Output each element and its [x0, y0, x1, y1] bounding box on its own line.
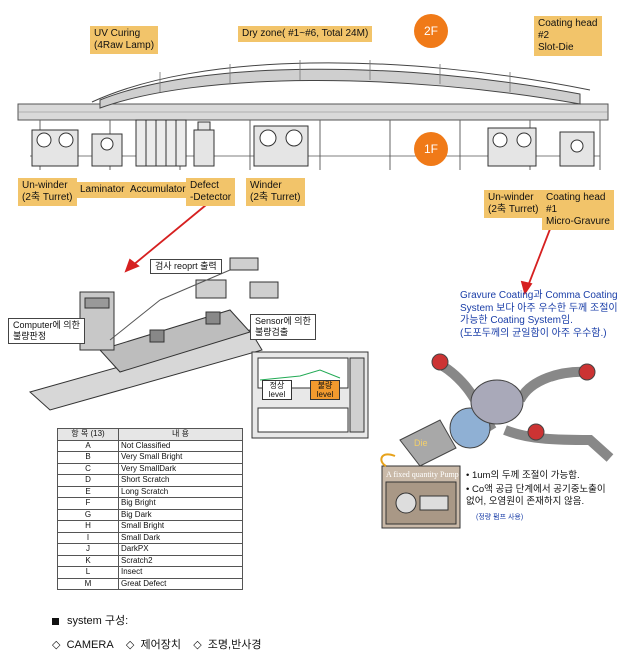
defect-code: G [57, 508, 119, 521]
computer-judgement-label: Computer에 의한 불량판정 [8, 318, 85, 344]
coating-head-2-label: Coating head #2 Slot-Die [534, 16, 602, 56]
defect-description: Insect [118, 566, 243, 579]
defect-code: J [57, 543, 119, 556]
oven-segments [159, 60, 511, 92]
system-heading-text: system 구성: [67, 615, 129, 627]
pump-note: (정량 펌프 사용) [476, 514, 524, 521]
defect-code: F [57, 497, 119, 510]
defect-detector-machine [193, 121, 215, 167]
accumulator-label: Accumulator [126, 182, 190, 198]
accumulator-machine [135, 119, 187, 167]
pump-label: A fixed quantity Pump [386, 470, 459, 479]
defect-code: D [57, 474, 119, 487]
defect-code: B [57, 451, 119, 464]
coating-bullet-2: • Co액 공급 단계에서 공기중노출이 없어, 오염원이 존재하지 않음. [466, 484, 606, 507]
defect-code: I [57, 531, 119, 544]
coating-bullet-1: • 1um의 두께 조절이 가능함. [466, 470, 580, 481]
defect-description: Small Dark [118, 531, 243, 544]
system-item-controller: 제어장치 [140, 639, 181, 651]
defect-code: K [57, 554, 119, 567]
defect-description: Scratch2 [118, 554, 243, 567]
unwinder-right-label: Un-winder (2축 Turret) [484, 190, 543, 218]
defect-code: M [57, 577, 119, 590]
table-header-item: 항 목 (13) [57, 428, 119, 441]
callout-arrows [124, 204, 553, 296]
defect-description: Big Bright [118, 497, 243, 510]
defect-code: H [57, 520, 119, 533]
laminator-machine [91, 133, 123, 167]
dry-zone-oven [99, 68, 581, 109]
unwinder-left-label: Un-winder (2축 Turret) [18, 178, 77, 206]
defect-detector-label: Defect -Detector [186, 178, 236, 206]
defect-description: Great Defect [118, 577, 243, 590]
defect-code: A [57, 439, 119, 452]
winder-label: Winder (2축 Turret) [246, 178, 305, 206]
system-item-camera: CAMERA [66, 639, 114, 651]
dry-zone-label: Dry zone( #1~#6, Total 24M) [238, 26, 373, 42]
sensor-detection-label: Sensor에 의한 불량검출 [250, 314, 316, 340]
uv-curing-label: UV Curing (4Raw Lamp) [90, 26, 159, 54]
defect-code: C [57, 462, 119, 475]
defect-description: Long Scratch [118, 485, 243, 498]
report-output-label: 검사 reoprt 출력 [150, 259, 222, 274]
defect-description: Very Small Bright [118, 451, 243, 464]
flow-arrow [380, 453, 396, 467]
unwinder-machine-left [31, 129, 79, 167]
inspection-station [28, 257, 279, 411]
coating-description: Gravure Coating과 Comma Coating System 보다… [460, 290, 618, 339]
diamond-icon: ◇ [193, 639, 202, 651]
defect-description: DarkPX [118, 543, 243, 556]
defect-code: L [57, 566, 119, 579]
table-header-row: 항 목 (13) 내 용 [57, 428, 243, 441]
unwinder-machine-right [487, 127, 537, 167]
floor-2f-badge: 2F [414, 14, 448, 48]
system-heading: system 구성: [52, 612, 128, 628]
normal-level-badge: 정상 level [262, 380, 292, 400]
defect-level-badge: 불량 level [310, 380, 340, 400]
square-bullet-icon [52, 617, 59, 625]
diamond-icon: ◇ [125, 639, 135, 651]
system-item-lighting: 조명,반사경 [207, 639, 262, 651]
system-items: ◇ CAMERA ◇ 제어장치 ◇ 조명,반사경 [52, 636, 261, 652]
defect-description: Small Bright [118, 520, 243, 533]
coating-head-machine [559, 131, 595, 167]
defect-description: Not Classified [118, 439, 243, 452]
defect-description: Short Scratch [118, 474, 243, 487]
floor-1f-badge: 1F [414, 132, 448, 166]
table-header-content: 내 용 [118, 428, 243, 441]
defect-code: E [57, 485, 119, 498]
die-label: Die [414, 438, 428, 448]
diamond-icon: ◇ [52, 639, 61, 651]
laminator-label: Laminator [76, 182, 129, 198]
defect-description: Big Dark [118, 508, 243, 521]
winder-machine [253, 125, 309, 167]
coating-head-1-label: Coating head #1 Micro-Gravure [542, 190, 614, 230]
pump-illustration [381, 465, 461, 529]
slot-die-coating-illustration [399, 353, 614, 467]
defect-description: Very SmallDark [118, 462, 243, 475]
